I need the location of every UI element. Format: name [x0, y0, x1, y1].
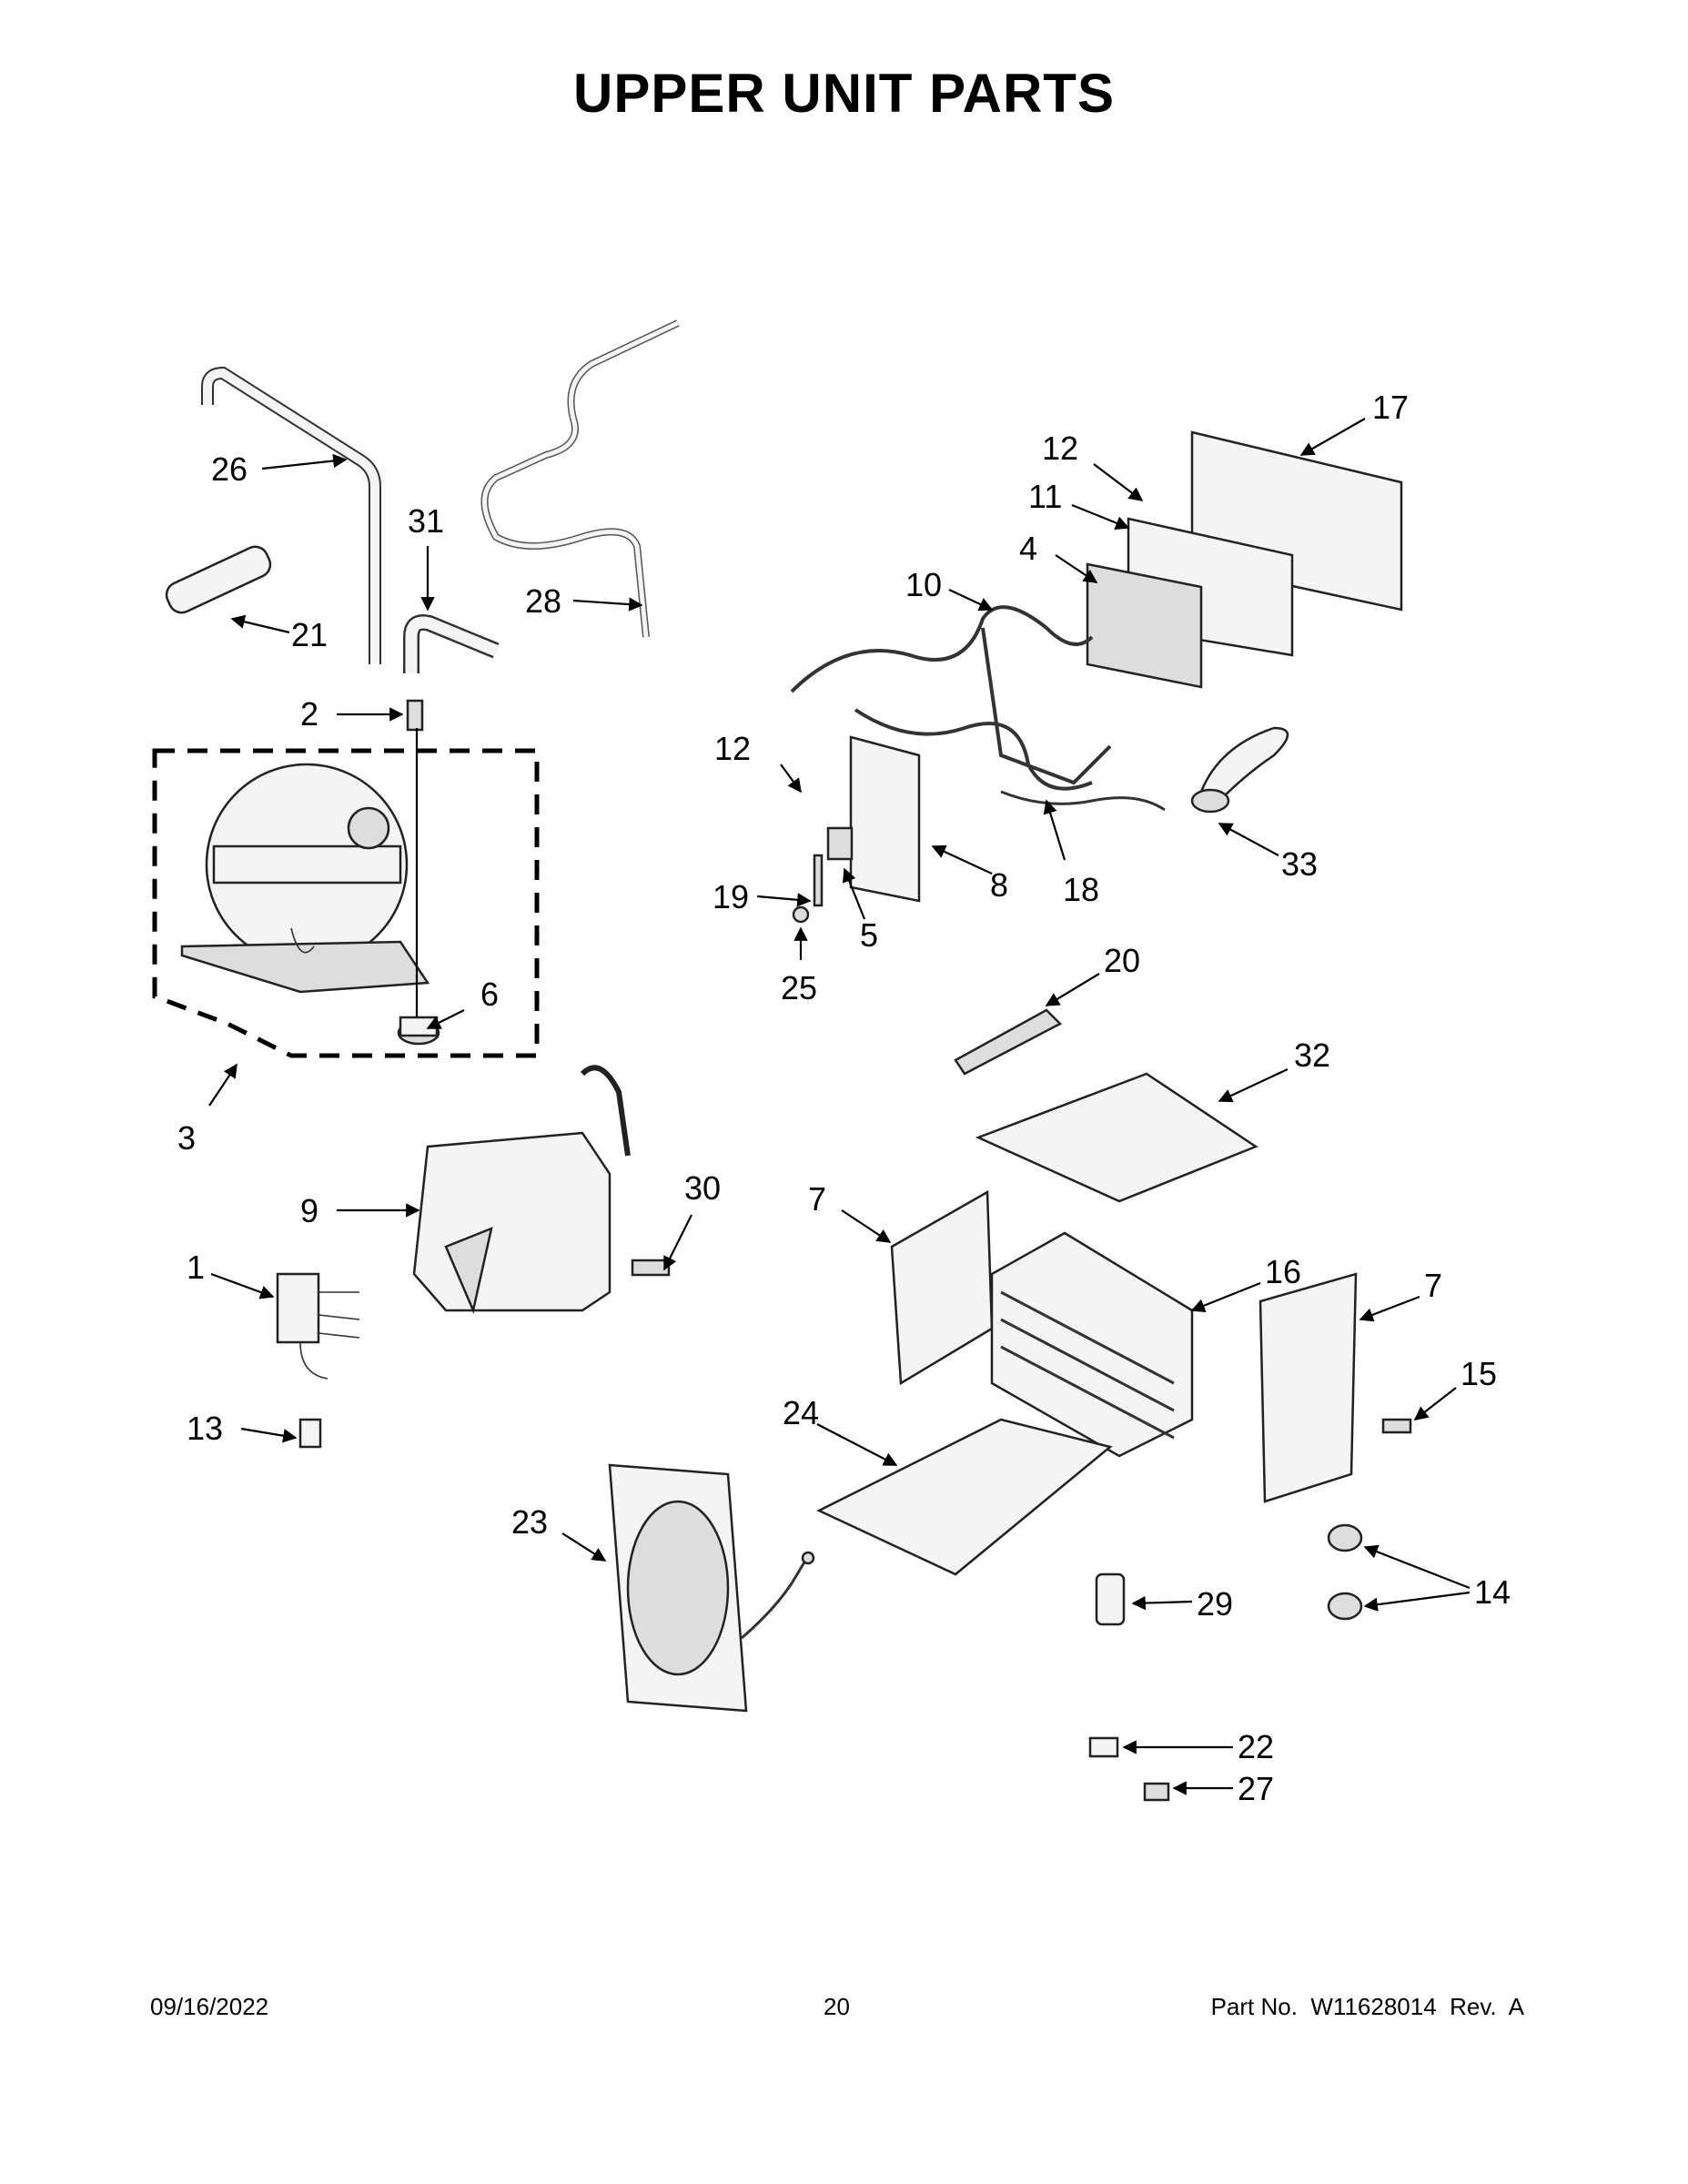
- tie-20: [954, 1008, 1063, 1076]
- footer-part-number: Part No. W11628014 Rev. A: [1210, 1993, 1524, 2020]
- callout-13: 13: [187, 1410, 223, 1447]
- callout-18: 18: [1063, 871, 1099, 908]
- compressor-group-3: [152, 728, 540, 1058]
- callout-25: 25: [781, 969, 817, 1006]
- relay-1: [276, 1272, 360, 1380]
- callout-32: 32: [1294, 1036, 1330, 1074]
- callout-22: 22: [1238, 1728, 1274, 1765]
- cylinder-29: [1095, 1572, 1126, 1626]
- heater-33: [1190, 726, 1289, 814]
- bracket-7-left: [890, 1189, 994, 1386]
- screw-15: [1381, 1418, 1412, 1434]
- callout-7-right: 7: [1424, 1267, 1442, 1304]
- capillary-tube-28: [480, 319, 680, 638]
- screw-27: [1143, 1782, 1170, 1802]
- callout-15: 15: [1461, 1355, 1497, 1392]
- leader-lines: [208, 418, 1471, 1795]
- callout-1: 1: [187, 1249, 205, 1286]
- cover-32: [975, 1072, 1258, 1203]
- callout-27: 27: [1238, 1770, 1274, 1807]
- footer-page-number: 20: [824, 1993, 850, 2020]
- tube-26: [201, 366, 381, 664]
- callout-12-top: 12: [1042, 430, 1078, 467]
- footer-date: 09/16/2022: [150, 1993, 269, 2020]
- screw-2: [406, 699, 424, 732]
- callout-5: 5: [860, 916, 878, 954]
- callout-4: 4: [1019, 530, 1037, 567]
- callout-24: 24: [783, 1394, 819, 1431]
- callout-16: 16: [1265, 1253, 1301, 1290]
- screw-30: [631, 1259, 671, 1277]
- callout-17: 17: [1372, 389, 1409, 426]
- callout-26: 26: [211, 450, 248, 488]
- callout-23: 23: [511, 1503, 548, 1541]
- evaporator-16: [990, 1231, 1194, 1458]
- sensor-19: [813, 854, 824, 907]
- drain-pan-24: [816, 1418, 1113, 1576]
- grommet-6: [397, 1016, 440, 1046]
- screw-25: [792, 905, 810, 924]
- clip-22: [1088, 1736, 1119, 1758]
- callout-30: 30: [684, 1169, 721, 1207]
- callout-11: 11: [1028, 478, 1062, 515]
- callout-9: 9: [300, 1192, 318, 1229]
- cover-9: [412, 1065, 631, 1315]
- fan-assembly-23: [608, 1463, 815, 1713]
- callout-31: 31: [408, 502, 444, 540]
- callout-7-left: 7: [808, 1180, 826, 1218]
- callout-20: 20: [1104, 942, 1140, 979]
- callout-8: 8: [990, 866, 1008, 904]
- callout-14: 14: [1474, 1573, 1511, 1611]
- callout-12-mid: 12: [714, 730, 751, 767]
- control-board-4: [1086, 562, 1203, 689]
- elbow-tube-31: [403, 614, 500, 673]
- harness-18: [1000, 790, 1166, 812]
- callout-10: 10: [905, 566, 942, 603]
- clip-13: [298, 1418, 322, 1449]
- callout-19: 19: [713, 878, 749, 915]
- page-title: UPPER UNIT PARTS: [573, 63, 1115, 124]
- bracket-7-right: [1258, 1272, 1358, 1503]
- callout-6: 6: [480, 976, 499, 1013]
- callout-28: 28: [525, 582, 561, 620]
- callout-3: 3: [177, 1119, 196, 1157]
- callout-33: 33: [1281, 845, 1318, 883]
- bracket-8: [849, 735, 921, 903]
- callout-2: 2: [300, 695, 318, 733]
- grommets-14: [1327, 1523, 1363, 1621]
- drier-21: [165, 545, 272, 614]
- callout-29: 29: [1197, 1585, 1233, 1623]
- wire-harness-10: [790, 605, 1112, 791]
- callout-21: 21: [291, 616, 328, 653]
- switch-5: [826, 826, 854, 861]
